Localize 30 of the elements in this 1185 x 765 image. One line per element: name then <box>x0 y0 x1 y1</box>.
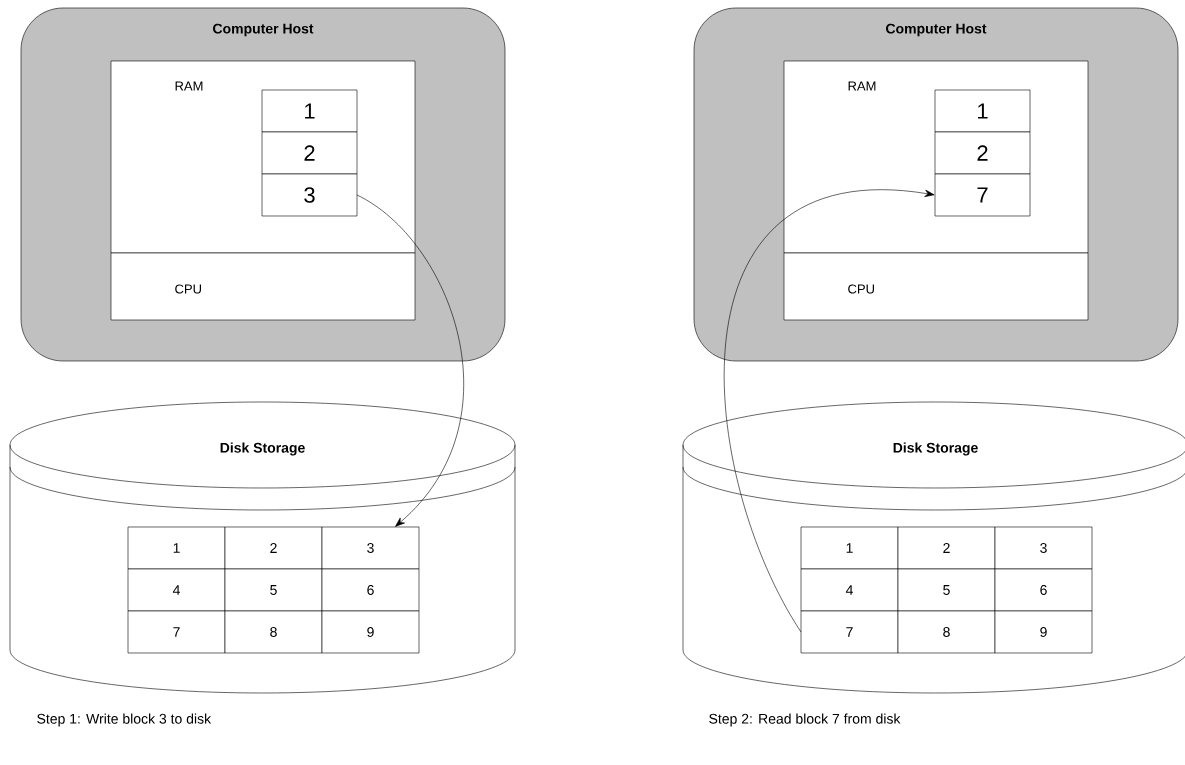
disk-block: 7 <box>127 610 226 654</box>
disk-block: 9 <box>321 610 420 654</box>
memory-block: 3 <box>261 173 358 217</box>
disk-block: 7 <box>800 610 899 654</box>
disk-block: 5 <box>224 568 323 612</box>
disk-block: 4 <box>127 568 226 612</box>
memory-block: 2 <box>934 131 1031 175</box>
arrow <box>356 194 464 527</box>
disk-block: 8 <box>224 610 323 654</box>
processor-box: CPU <box>110 252 416 321</box>
disk-block: 5 <box>897 568 996 612</box>
disk-block: 8 <box>897 610 996 654</box>
arrow <box>724 189 935 633</box>
disk-block: 1 <box>127 526 226 570</box>
memory-block: 2 <box>261 131 358 175</box>
disk-block: 1 <box>800 526 899 570</box>
step-caption: Step 1: Write block 3 to disk <box>37 713 212 727</box>
disk-block: 3 <box>321 526 420 570</box>
disk-block: 6 <box>994 568 1093 612</box>
processor-box: CPU <box>783 252 1089 321</box>
disk-block: 2 <box>897 526 996 570</box>
disk-block: 9 <box>994 610 1093 654</box>
disk-block: 4 <box>800 568 899 612</box>
memory-block: 1 <box>261 89 358 133</box>
disk-block: 6 <box>321 568 420 612</box>
memory-block: 7 <box>934 173 1031 217</box>
memory-block: 1 <box>934 89 1031 133</box>
disk-block: 3 <box>994 526 1093 570</box>
step-caption: Step 2: Read block 7 from disk <box>709 713 901 727</box>
disk-block: 2 <box>224 526 323 570</box>
